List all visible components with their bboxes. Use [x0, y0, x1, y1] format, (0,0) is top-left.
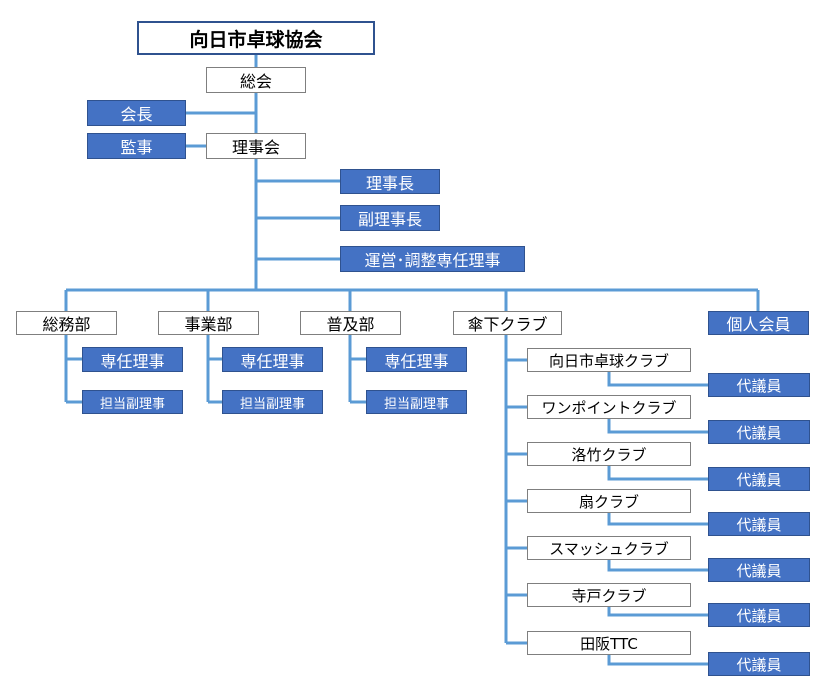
chair-box: 理事長 — [340, 169, 440, 194]
operations-director-box: 運営･調整専任理事 — [340, 246, 525, 272]
club-box: スマッシュクラブ — [527, 536, 691, 560]
club-box: 向日市卓球クラブ — [527, 348, 691, 372]
affiliated-clubs-box: 傘下クラブ — [453, 311, 562, 335]
club-delegate-box: 代議員 — [708, 373, 810, 397]
dept1-vice-director: 担当副理事 — [82, 390, 183, 414]
club-delegate-box: 代議員 — [708, 603, 810, 627]
auditor-box: 監事 — [87, 133, 186, 159]
department-promotion: 普及部 — [300, 311, 401, 335]
department-business: 事業部 — [158, 311, 259, 335]
club-delegate-box: 代議員 — [708, 652, 810, 676]
club-delegate-box: 代議員 — [708, 467, 810, 491]
general-assembly-box: 総会 — [206, 67, 306, 93]
dept3-vice-director: 担当副理事 — [366, 390, 467, 414]
club-delegate-box: 代議員 — [708, 558, 810, 582]
club-delegate-box: 代議員 — [708, 420, 810, 444]
club-box: ワンポイントクラブ — [527, 395, 691, 419]
board-box: 理事会 — [206, 133, 306, 159]
vice-chair-box: 副理事長 — [340, 205, 440, 231]
dept1-dedicated-director: 専任理事 — [82, 347, 183, 372]
department-general-affairs: 総務部 — [16, 311, 117, 335]
individual-members-box: 個人会員 — [708, 311, 809, 335]
club-box: 洛竹クラブ — [527, 442, 691, 466]
club-delegate-box: 代議員 — [708, 512, 810, 536]
president-box: 会長 — [87, 100, 186, 126]
club-box: 扇クラブ — [527, 489, 691, 513]
dept3-dedicated-director: 専任理事 — [366, 347, 467, 372]
dept2-vice-director: 担当副理事 — [222, 390, 323, 414]
dept2-dedicated-director: 専任理事 — [222, 347, 323, 372]
association-title: 向日市卓球協会 — [137, 21, 375, 55]
club-box: 田阪TTC — [527, 631, 691, 655]
club-box: 寺戸クラブ — [527, 583, 691, 607]
